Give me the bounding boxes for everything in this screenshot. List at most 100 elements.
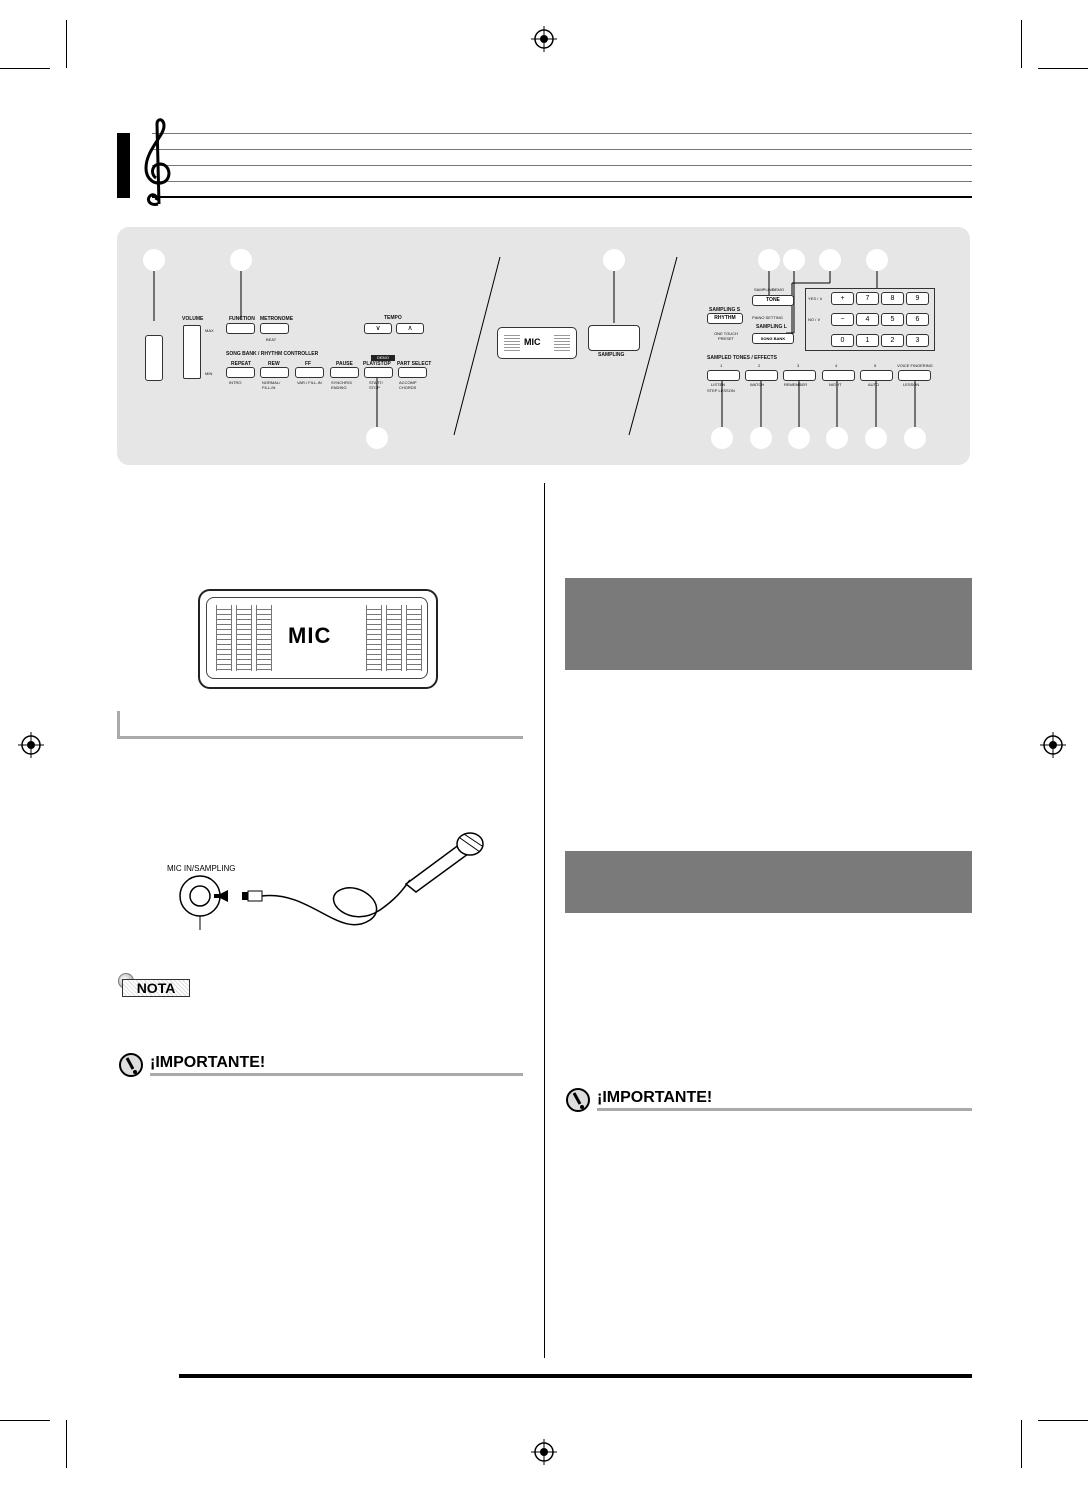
- song-button-bottom-label: ACCOMP CHORDS: [399, 380, 417, 390]
- beat-label: BEAT: [266, 337, 277, 342]
- callout-circle: [819, 249, 841, 271]
- pause-button[interactable]: [330, 367, 359, 378]
- ff-button[interactable]: [295, 367, 324, 378]
- rew-button[interactable]: [260, 367, 289, 378]
- function-label: FUNCTION: [229, 316, 255, 322]
- callout-circle: [758, 249, 780, 271]
- crop-mark: [1021, 1420, 1022, 1468]
- lesson-button[interactable]: [822, 370, 855, 381]
- keypad-key[interactable]: 3: [906, 334, 929, 347]
- lesson-label: NIGHT: [829, 382, 842, 387]
- volume-label: VOLUME: [182, 316, 204, 322]
- sampling-s-label: SAMPLING S: [709, 307, 741, 313]
- mic-indicator-large: MIC: [198, 589, 438, 689]
- alert-icon: [119, 1053, 143, 1077]
- metronome-button[interactable]: [260, 323, 289, 334]
- song-button-top-label: REW: [268, 361, 280, 367]
- nota-heading: NOTA: [118, 973, 194, 997]
- keypad-key[interactable]: 9: [906, 292, 929, 305]
- callout-circle: [750, 427, 772, 449]
- nota-label: NOTA: [122, 979, 190, 997]
- treble-clef-icon: [144, 118, 171, 206]
- play-stop-button[interactable]: [364, 367, 393, 378]
- song-button-bottom-label: INTRO: [229, 380, 242, 385]
- lesson-button[interactable]: [783, 370, 816, 381]
- tempo-down-button[interactable]: ∨: [364, 323, 392, 334]
- no-label: NO / ∨: [808, 317, 821, 322]
- rhythm-button[interactable]: RHYTHM: [707, 313, 743, 324]
- lesson-button[interactable]: [898, 370, 931, 381]
- keypad-key[interactable]: 2: [881, 334, 904, 347]
- mic-indicator-small: MIC: [497, 327, 577, 359]
- mic-jack-label: MIC IN/SAMPLING: [167, 864, 236, 873]
- keypad-key[interactable]: 7: [856, 292, 879, 305]
- lesson-label: LESSON: [903, 382, 920, 387]
- sampling-small-label: SAMPLING: [754, 287, 775, 292]
- song-button-top-label: PLAY/STOP: [363, 361, 391, 367]
- keypad-key[interactable]: 4: [856, 313, 879, 326]
- step-lesson-label: STEP LESSON: [707, 388, 735, 393]
- mic-label-large: MIC: [288, 623, 332, 648]
- important-label: ¡IMPORTANTE!: [150, 1054, 266, 1071]
- sampled-number: 4: [835, 363, 838, 368]
- lesson-button[interactable]: [745, 370, 778, 381]
- keypad-key[interactable]: 5: [881, 313, 904, 326]
- section-heading-box: [565, 578, 972, 670]
- sampled-number: 5: [874, 363, 877, 368]
- song-button-bottom-label: SYNCHRO/ ENDING: [331, 380, 353, 390]
- section-heading-box: [565, 851, 972, 913]
- important-heading: ¡IMPORTANTE!: [565, 1087, 972, 1112]
- callout-circle: [783, 249, 805, 271]
- lesson-label: LISTEN: [711, 382, 726, 387]
- repeat-button[interactable]: [226, 367, 255, 378]
- rhythm-label: RHYTHM: [714, 315, 736, 321]
- staff-bar: [117, 133, 130, 198]
- subsection-header: [117, 711, 523, 739]
- staff-line-bottom: [152, 196, 972, 198]
- callout-circle: [866, 249, 888, 271]
- song-button-bottom-label: START/ STOP: [369, 380, 383, 390]
- callout-circle: [904, 427, 926, 449]
- demo-small-label: DEMO: [772, 287, 784, 292]
- voice-fingering-label: VOICE FINGERING: [897, 363, 933, 368]
- registration-mark-icon: [531, 26, 557, 52]
- song-button-bottom-label: NORMAL/ FILL-IN: [262, 380, 281, 390]
- keypad-key[interactable]: −: [831, 313, 854, 326]
- keypad-key[interactable]: 0: [831, 334, 854, 347]
- part-select-button[interactable]: [398, 367, 427, 378]
- song-button-top-label: PAUSE: [336, 361, 353, 367]
- tempo-up-button[interactable]: ∧: [396, 323, 424, 334]
- tone-label: TONE: [766, 297, 780, 303]
- power-slider[interactable]: [145, 335, 163, 381]
- sampling-label: SAMPLING: [598, 352, 625, 358]
- demo-badge: DEMO: [371, 355, 395, 361]
- song-bank-button[interactable]: SONG BANK: [752, 333, 794, 344]
- staff-line: [152, 181, 972, 182]
- lesson-button[interactable]: [707, 370, 740, 381]
- volume-slider[interactable]: [183, 325, 201, 379]
- volume-min-label: MIN: [205, 371, 213, 376]
- song-button-top-label: REPEAT: [231, 361, 251, 367]
- callout-circle: [711, 427, 733, 449]
- crop-mark: [1038, 1420, 1088, 1421]
- sampled-tones-header: SAMPLED TONES / EFFECTS: [707, 355, 777, 361]
- song-bank-label: SONG BANK: [760, 336, 786, 341]
- keypad-key[interactable]: 8: [881, 292, 904, 305]
- staff-line: [152, 149, 972, 150]
- keypad-key[interactable]: 6: [906, 313, 929, 326]
- crop-mark: [1021, 20, 1022, 68]
- callout-circle: [788, 427, 810, 449]
- sampling-button[interactable]: [588, 325, 640, 351]
- lesson-button[interactable]: [860, 370, 893, 381]
- crop-mark: [66, 1420, 67, 1468]
- lesson-label: AUTO: [868, 382, 880, 387]
- song-button-bottom-label: VAR./ FILL-IN: [297, 380, 322, 385]
- important-heading: ¡IMPORTANTE!: [118, 1052, 523, 1077]
- tone-button[interactable]: TONE: [752, 295, 794, 306]
- keypad-key[interactable]: 1: [856, 334, 879, 347]
- footer-rule: [179, 1374, 972, 1378]
- panel-leader-lines: [153, 256, 916, 436]
- keypad-key[interactable]: +: [831, 292, 854, 305]
- microphone-connection-illustration: [179, 832, 484, 930]
- function-button[interactable]: [226, 323, 255, 334]
